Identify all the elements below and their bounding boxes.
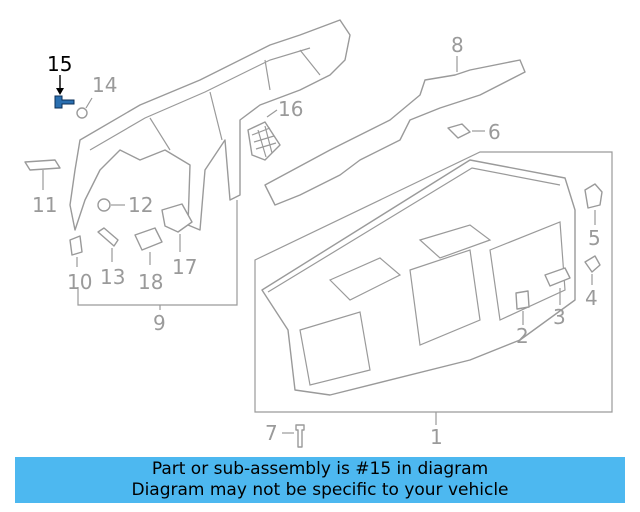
callout-5: 5 <box>588 226 601 250</box>
leader-16 <box>266 109 278 118</box>
callout-12: 12 <box>128 193 153 217</box>
callout-3: 3 <box>553 305 566 329</box>
part-18 <box>134 227 163 251</box>
part-3 <box>544 267 571 287</box>
callout-11: 11 <box>32 193 57 217</box>
callout-16: 16 <box>278 97 303 121</box>
panel-detail-glovebox <box>489 221 566 321</box>
callout-6: 6 <box>488 120 501 144</box>
clip-5 <box>584 183 603 209</box>
part-17 <box>161 203 193 233</box>
banner-line-2: Diagram may not be specific to your vehi… <box>131 480 509 500</box>
vent-16-grid <box>251 125 277 158</box>
callout-13: 13 <box>100 265 125 289</box>
clip-4 <box>584 255 601 273</box>
beam-detail <box>89 47 321 151</box>
vent-16 <box>247 121 281 161</box>
panel-outline-box <box>254 151 613 413</box>
bolt-13 <box>97 227 119 247</box>
callout-10: 10 <box>67 270 92 294</box>
nut-14 <box>76 107 88 119</box>
panel-detail-vent <box>418 224 492 259</box>
callout-2: 2 <box>516 324 529 348</box>
leader-9-bracket <box>77 200 238 306</box>
callout-1: 1 <box>430 425 443 449</box>
panel-detail-cluster <box>328 257 402 301</box>
panel-detail-lower <box>299 311 371 386</box>
bolt-15 <box>54 95 75 109</box>
bracket-6 <box>447 123 471 139</box>
info-banner: Part or sub-assembly is #15 in diagram D… <box>15 457 625 503</box>
callout-18: 18 <box>138 270 163 294</box>
part-11 <box>24 159 61 171</box>
banner-line-1: Part or sub-assembly is #15 in diagram <box>151 459 489 479</box>
nut-12 <box>97 198 111 212</box>
bolt-7 <box>295 424 305 448</box>
callout-7: 7 <box>265 421 278 445</box>
cross-car-beam-9 <box>69 19 351 231</box>
arrow-15 <box>56 88 64 95</box>
callout-4: 4 <box>585 286 598 310</box>
callout-15: 15 <box>47 52 72 76</box>
callout-8: 8 <box>451 33 464 57</box>
instrument-panel <box>261 159 576 396</box>
part-2 <box>515 290 530 310</box>
panel-detail-top <box>267 167 561 293</box>
panel-detail-center <box>409 249 481 346</box>
part-10 <box>69 235 83 256</box>
callout-14: 14 <box>92 73 117 97</box>
leader-14 <box>85 97 93 109</box>
callout-9: 9 <box>153 311 166 335</box>
insulator-8 <box>264 59 526 206</box>
parts-diagram: 1 2 3 4 5 6 7 8 9 10 11 12 13 14 15 16 1… <box>24 19 613 449</box>
callout-17: 17 <box>172 255 197 279</box>
